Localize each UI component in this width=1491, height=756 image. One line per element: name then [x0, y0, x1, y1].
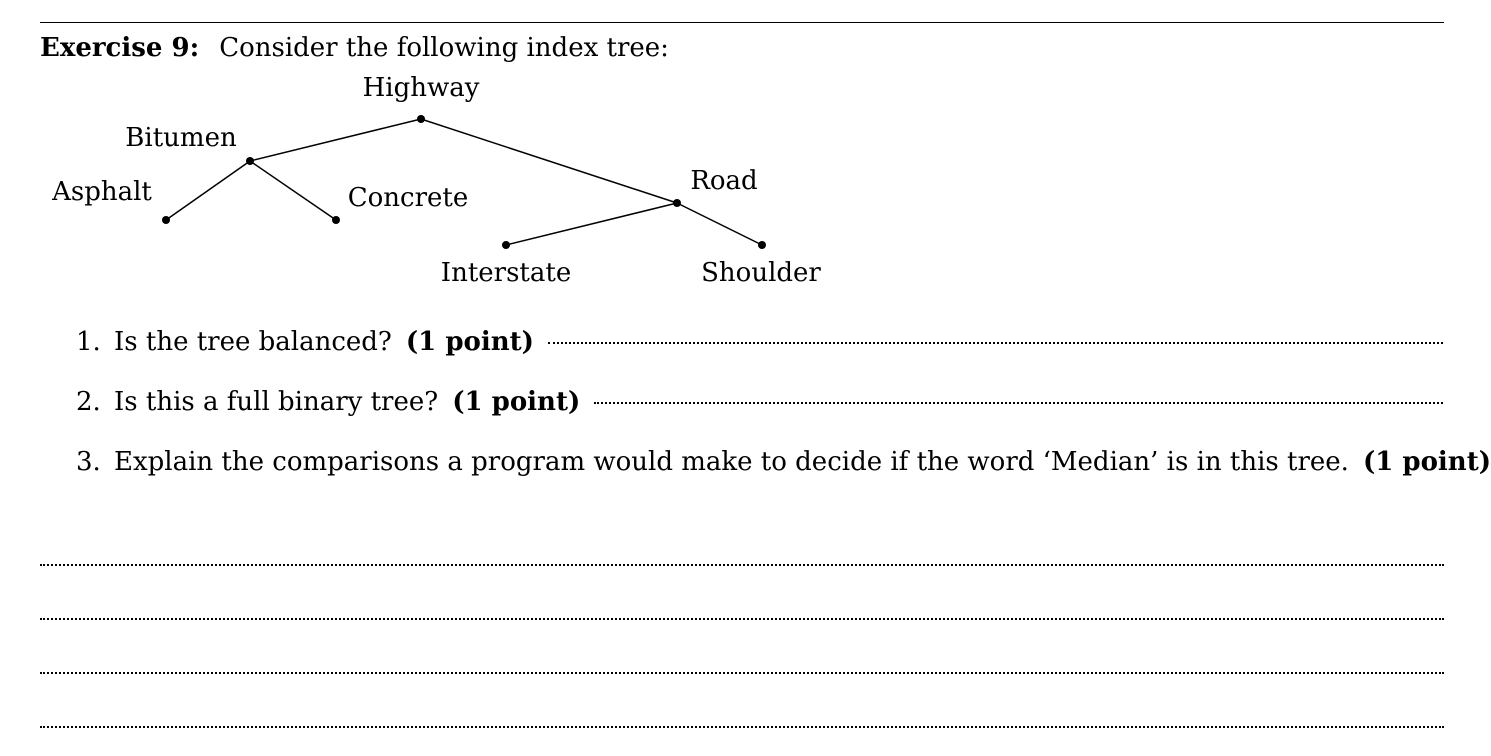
node-label-shoulder: Shoulder	[701, 258, 821, 288]
node-dot-road	[673, 199, 681, 207]
question-points: (1 point)	[1362, 447, 1491, 477]
edge-bitumen-asphalt	[165, 160, 251, 221]
exercise-label: Exercise 9:	[40, 33, 200, 63]
tree-edges	[165, 118, 763, 246]
node-label-road: Road	[690, 166, 757, 196]
node-dot-shoulder	[758, 241, 766, 249]
question-number: 1.	[76, 327, 101, 357]
edge-highway-bitumen	[249, 118, 422, 162]
edge-highway-road	[420, 118, 678, 204]
index-tree-diagram: Highway Bitumen Road Asphalt Concrete In…	[51, 73, 821, 288]
node-label-asphalt: Asphalt	[51, 177, 152, 207]
answer-line-q3-2[interactable]	[40, 618, 1444, 620]
top-rule	[40, 22, 1444, 23]
question-1: 1. Is the tree balanced? (1 point)	[76, 324, 1443, 360]
edge-road-interstate	[505, 202, 678, 246]
answer-line-q3-1[interactable]	[40, 564, 1444, 566]
question-points: (1 point)	[452, 387, 581, 417]
question-3: 3. Explain the comparisons a program wou…	[76, 444, 1491, 480]
answer-line-q3-3[interactable]	[40, 672, 1444, 674]
question-text: Explain the comparisons a program would …	[114, 447, 1349, 477]
answer-line-q2[interactable]	[594, 402, 1443, 404]
question-text: Is the tree balanced?	[114, 327, 392, 357]
question-number: 3.	[76, 447, 101, 477]
node-dot-interstate	[502, 241, 510, 249]
node-label-interstate: Interstate	[441, 258, 571, 288]
exercise-intro: Consider the following index tree:	[219, 33, 669, 63]
question-points: (1 point)	[405, 327, 534, 357]
answer-line-q3-4[interactable]	[40, 726, 1444, 728]
node-dot-highway	[417, 115, 425, 123]
node-label-concrete: Concrete	[348, 183, 469, 213]
node-dot-concrete	[332, 216, 340, 224]
node-dot-bitumen	[246, 157, 254, 165]
node-label-highway: Highway	[363, 73, 480, 103]
edge-road-shoulder	[676, 202, 763, 246]
edge-bitumen-concrete	[249, 160, 337, 221]
answer-line-q1[interactable]	[547, 342, 1443, 344]
tree-node-dots	[162, 115, 766, 249]
tree-node-labels: Highway Bitumen Road Asphalt Concrete In…	[51, 73, 821, 288]
exercise-header: Exercise 9: Consider the following index …	[40, 30, 669, 66]
question-2: 2. Is this a full binary tree? (1 point)	[76, 384, 1443, 420]
question-number: 2.	[76, 387, 101, 417]
node-label-bitumen: Bitumen	[125, 123, 237, 153]
node-dot-asphalt	[162, 216, 170, 224]
question-text: Is this a full binary tree?	[114, 387, 439, 417]
